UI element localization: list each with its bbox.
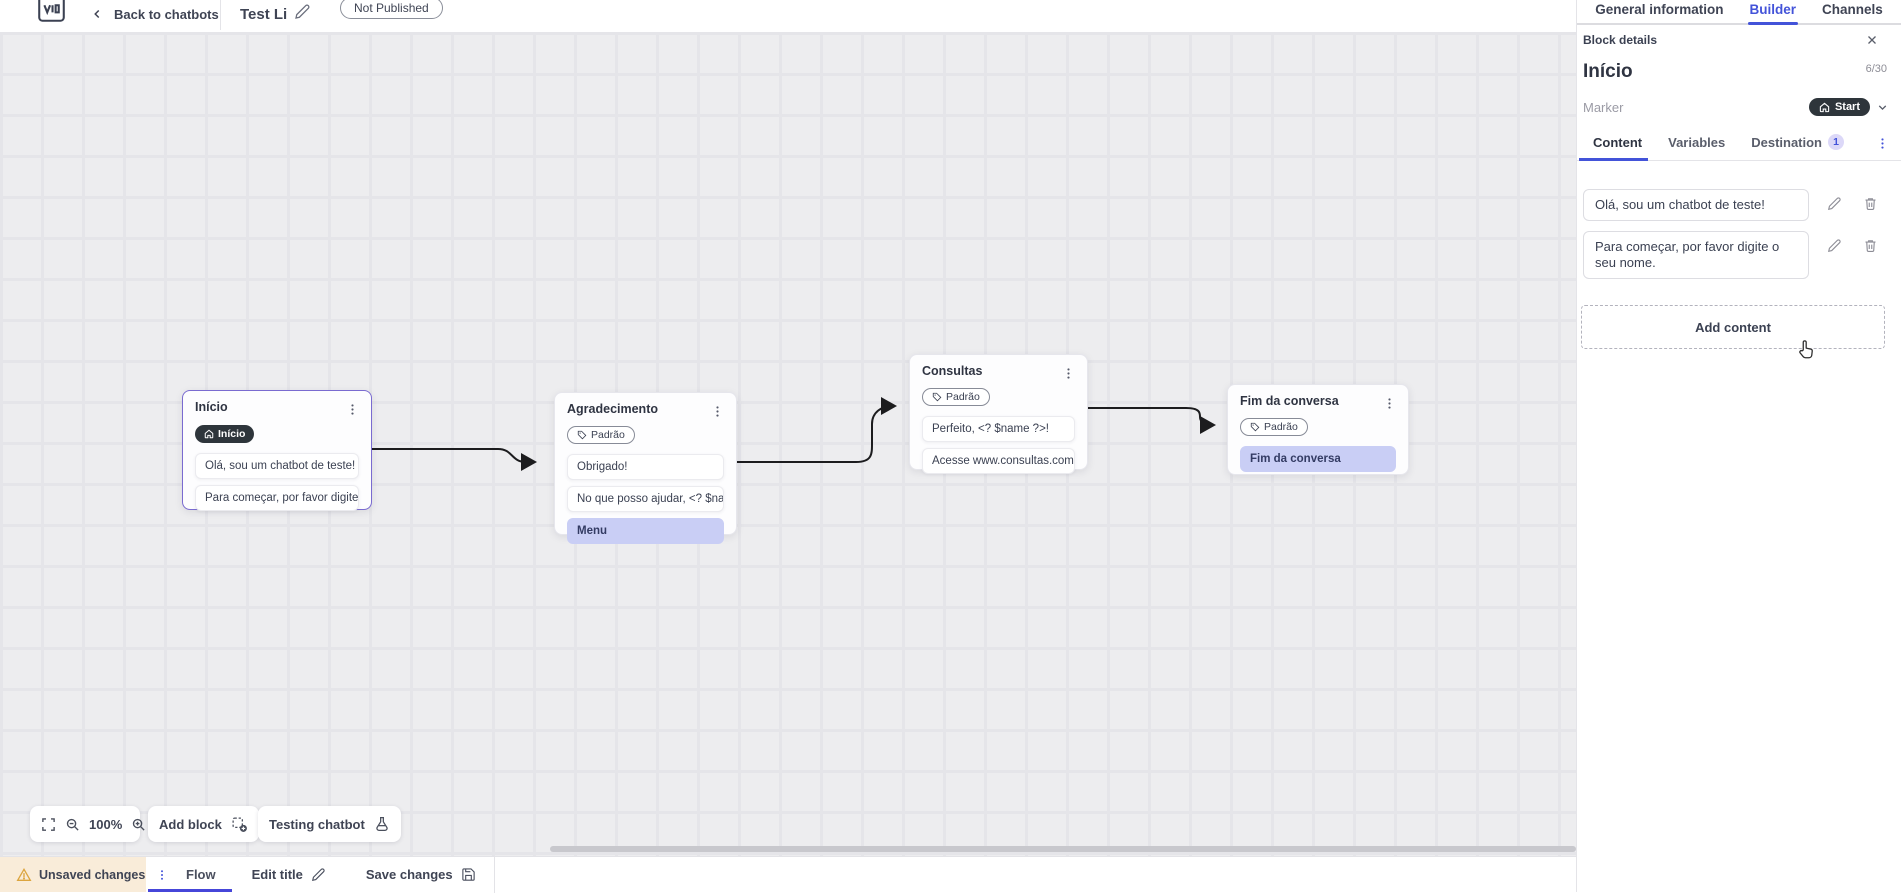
tag-icon <box>577 430 587 440</box>
edit-pencil-icon[interactable] <box>1827 237 1842 255</box>
home-icon <box>204 429 214 439</box>
edit-pencil-icon <box>311 868 325 881</box>
chevron-down-icon[interactable] <box>1876 101 1889 114</box>
chatbot-title: Test Li <box>240 5 288 23</box>
block-card[interactable]: Olá, sou um chatbot de teste! <box>195 453 359 479</box>
unsaved-changes-indicator: Unsaved changes <box>0 857 146 892</box>
flask-icon <box>374 816 390 832</box>
top-bar: Back to chatbots Test Li Not Published <box>0 0 1576 32</box>
unsaved-changes-label: Unsaved changes <box>39 867 146 882</box>
block-card[interactable]: No que posso ajudar, <? $name ... <box>567 486 724 512</box>
back-to-chatbots-button[interactable]: Back to chatbots <box>90 0 219 28</box>
warning-icon <box>16 867 32 881</box>
content-text-field[interactable]: Olá, sou um chatbot de teste! <box>1583 189 1809 221</box>
content-text-field[interactable]: Para começar, por favor digite o seu nom… <box>1583 231 1809 279</box>
block-title: Início <box>195 400 228 414</box>
start-marker-badge: Início <box>195 425 255 443</box>
app-logo-icon <box>36 0 67 24</box>
flow-block-fim[interactable]: Fim da conversa Padrão Fim da conversa <box>1227 384 1409 475</box>
bottombar-divider <box>493 856 495 893</box>
tab-options-kebab-icon[interactable] <box>1876 135 1889 153</box>
flow-tab-underline <box>148 889 232 892</box>
padrao-tag-badge: Padrão <box>1240 418 1308 436</box>
block-card-fim[interactable]: Fim da conversa <box>1240 446 1396 472</box>
flow-connectors <box>371 397 1216 471</box>
block-title: Agradecimento <box>567 402 658 416</box>
block-name-heading: Início <box>1583 61 1633 82</box>
tab-flow[interactable]: Flow <box>186 867 216 882</box>
flow-options-kebab-icon[interactable] <box>156 868 168 882</box>
add-content-button[interactable]: Add content <box>1581 305 1885 349</box>
padrao-tag-badge: Padrão <box>567 426 635 444</box>
save-icon <box>461 868 475 881</box>
marker-start-pill[interactable]: Start <box>1808 98 1870 116</box>
fullscreen-icon[interactable] <box>41 817 56 832</box>
flow-block-consultas[interactable]: Consultas Padrão Perfeito, <? $name ?>! … <box>909 354 1088 474</box>
trash-icon[interactable] <box>1863 195 1878 213</box>
flow-canvas[interactable]: Início Início Olá, sou um chatbot de tes… <box>0 32 1576 856</box>
block-card[interactable]: Acesse www.consultas.com par... <box>922 448 1075 474</box>
tab-variables[interactable]: Variables <box>1668 134 1726 150</box>
flow-block-agradecimento[interactable]: Agradecimento Padrão Obrigado! No que po… <box>554 392 737 544</box>
builder-nav-tabs: General information Builder Channels <box>1577 0 1901 25</box>
zoom-level: 100% <box>89 816 123 832</box>
block-title: Fim da conversa <box>1240 394 1339 408</box>
zoom-out-icon[interactable] <box>65 817 80 832</box>
home-icon <box>1819 102 1830 112</box>
add-block-label: Add block <box>159 816 222 832</box>
back-label: Back to chatbots <box>114 6 219 22</box>
close-icon[interactable] <box>1865 31 1879 49</box>
testing-chatbot-label: Testing chatbot <box>269 816 365 832</box>
block-kebab-menu-icon[interactable] <box>346 401 359 419</box>
block-title: Consultas <box>922 364 983 378</box>
content-item-row: Para começar, por favor digite o seu nom… <box>1583 231 1901 279</box>
tag-icon <box>1250 422 1260 432</box>
tab-general-information[interactable]: General information <box>1595 2 1724 17</box>
block-kebab-menu-icon[interactable] <box>1383 395 1396 413</box>
edit-title-pencil-icon[interactable] <box>294 3 311 21</box>
block-kebab-menu-icon[interactable] <box>711 403 724 421</box>
block-card[interactable]: Obrigado! <box>567 454 724 480</box>
panel-header: Block details <box>1583 33 1658 47</box>
marker-label: Marker <box>1583 99 1624 115</box>
edit-pencil-icon[interactable] <box>1827 195 1842 213</box>
block-kebab-menu-icon[interactable] <box>1062 365 1075 383</box>
destination-count-badge: 1 <box>1828 134 1845 150</box>
flow-block-inicio[interactable]: Início Início Olá, sou um chatbot de tes… <box>182 390 372 511</box>
tag-icon <box>932 392 942 402</box>
tab-builder[interactable]: Builder <box>1747 2 1798 25</box>
block-card-menu[interactable]: Menu <box>567 518 724 544</box>
tab-channels[interactable]: Channels <box>1822 2 1883 17</box>
add-block-icon <box>231 816 248 833</box>
bottom-bar: Unsaved changes Flow Edit title Save cha… <box>0 856 1576 893</box>
testing-chatbot-button[interactable]: Testing chatbot <box>258 806 401 842</box>
status-badge: Not Published <box>340 0 443 19</box>
block-card[interactable]: Para começar, por favor digite o ... <box>195 485 359 511</box>
block-card[interactable]: Perfeito, <? $name ?>! <box>922 416 1075 442</box>
back-chevron-icon <box>94 9 100 19</box>
zoom-in-icon[interactable] <box>131 817 146 832</box>
zoom-controls: 100% <box>30 806 145 842</box>
save-changes-button[interactable]: Save changes <box>366 867 476 882</box>
topbar-divider <box>220 0 221 30</box>
content-item-row: Olá, sou um chatbot de teste! <box>1583 189 1901 221</box>
edit-title-button[interactable]: Edit title <box>252 867 326 882</box>
tab-content[interactable]: Content <box>1578 129 1649 161</box>
tab-destination[interactable]: Destination 1 <box>1751 128 1845 160</box>
horizontal-scrollbar[interactable] <box>550 846 1576 852</box>
char-count: 6/30 <box>1865 63 1887 75</box>
panel-tabs: Content Variables Destination 1 <box>1577 128 1901 161</box>
trash-icon[interactable] <box>1863 237 1878 255</box>
padrao-tag-badge: Padrão <box>922 388 990 406</box>
hand-cursor-icon <box>1795 338 1817 362</box>
block-details-panel: General information Builder Channels Blo… <box>1576 0 1901 892</box>
add-block-button[interactable]: Add block <box>148 806 259 842</box>
